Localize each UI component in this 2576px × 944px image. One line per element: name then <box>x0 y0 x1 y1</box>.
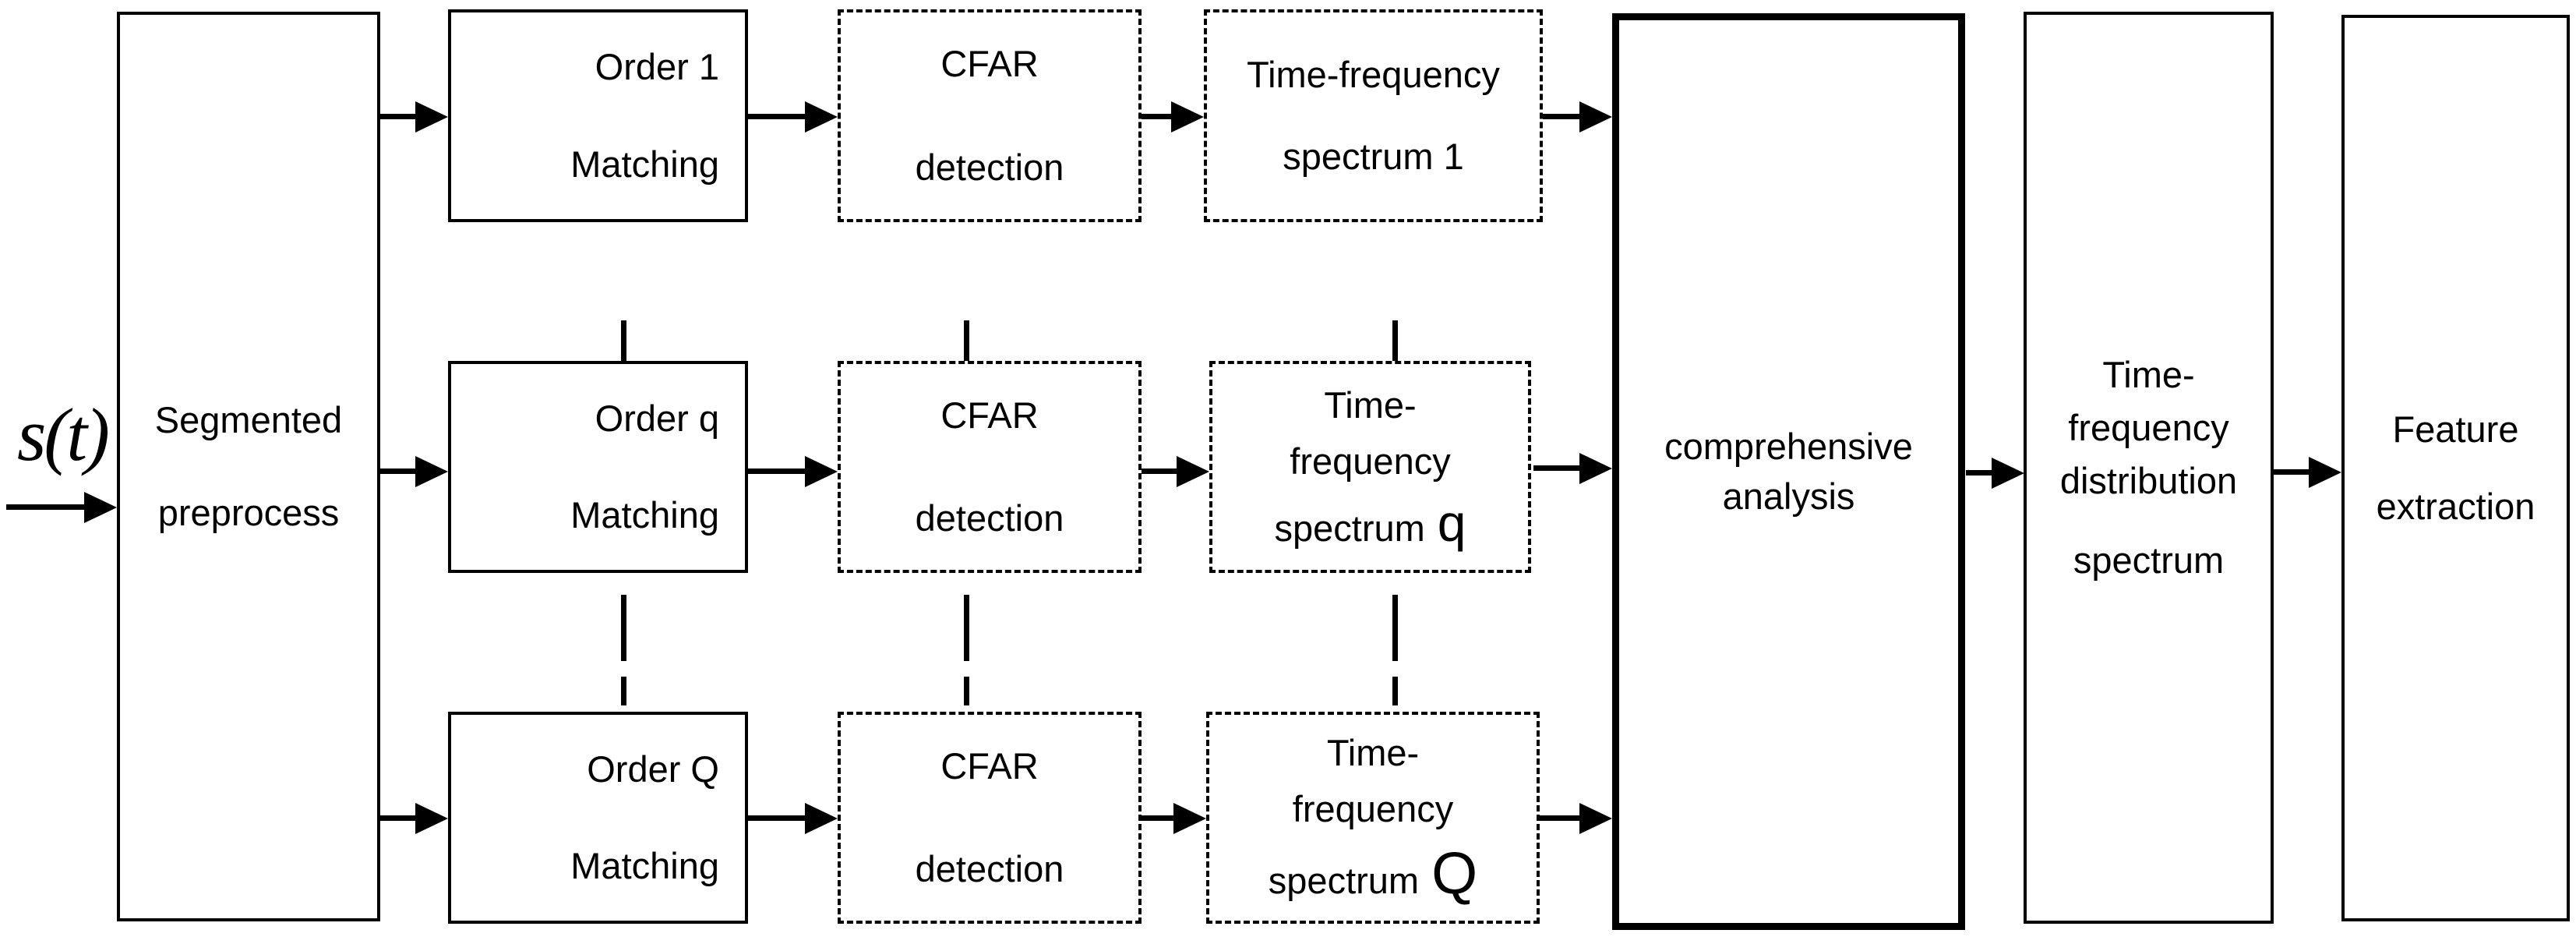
arrow-comprehensive-to-distribution <box>1966 470 1992 476</box>
box-label-line: extraction <box>2376 485 2535 527</box>
arrow-spectrumQ-to-comprehensive <box>1540 815 1579 821</box>
cfar-detection-1-box: CFAR detection <box>838 9 1142 222</box>
arrow-distribution-to-feature <box>2274 469 2309 475</box>
box-label-line: spectrum Q <box>1269 844 1477 903</box>
cfar-detection-q-box: CFAR detection <box>838 361 1142 573</box>
time-frequency-spectrum-1-box: Time-frequency spectrum 1 <box>1204 9 1543 222</box>
box-label-line: Time- <box>1324 384 1417 426</box>
arrow-cfarQ-to-spectrumQ <box>1142 815 1173 821</box>
arrow-cfarq-to-spectrumq <box>1142 468 1177 474</box>
box-label-line: comprehensive <box>1664 425 1913 467</box>
box-label-line: Matching <box>570 845 719 886</box>
box-label-line: frequency <box>2068 406 2229 448</box>
order-Q-matching-box: Order Q Matching <box>448 712 748 924</box>
ellipsis-dash-spectrum-column-bottom <box>1392 590 1398 709</box>
time-frequency-spectrum-q-box: Time- frequency spectrum q <box>1209 361 1531 573</box>
box-label-line: spectrum 1 <box>1283 135 1464 177</box>
box-label-line: Time- <box>2102 353 2195 395</box>
box-label-line: frequency <box>1292 788 1454 829</box>
box-label-line: Order q <box>595 397 719 439</box>
box-label-line: Order Q <box>587 748 719 790</box>
box-label-line: Order 1 <box>595 46 719 88</box>
comprehensive-analysis-box: comprehensive analysis <box>1612 13 1965 930</box>
order-letter-q: q <box>1437 493 1466 552</box>
box-label-line: spectrum <box>2073 539 2225 582</box>
time-frequency-distribution-spectrum-box: Time- frequency distribution spectrum <box>2024 12 2274 924</box>
box-label-line: detection <box>915 848 1064 889</box>
box-label-line: CFAR <box>940 744 1039 787</box>
order-letter-Q: Q <box>1431 840 1478 907</box>
input-signal-label: s(t) <box>17 393 110 476</box>
arrow-segmented-to-orderq <box>380 468 415 474</box>
spectrum-word: spectrum <box>1274 507 1425 549</box>
order-1-matching-box: Order 1 Matching <box>448 9 748 222</box>
ellipsis-dash-order-column-bottom <box>621 590 626 709</box>
box-label-line: detection <box>915 497 1064 539</box>
box-label-line: CFAR <box>940 43 1039 85</box>
box-label-line: CFAR <box>940 394 1039 436</box>
arrow-spectrum1-to-comprehensive <box>1543 114 1579 119</box>
cfar-detection-Q-box: CFAR detection <box>838 712 1142 924</box>
arrow-cfar1-to-spectrum1 <box>1142 114 1171 119</box>
arrow-segmented-to-orderQ <box>380 815 415 821</box>
box-label-line: analysis <box>1722 476 1855 517</box>
box-label-line: Segmented <box>154 399 343 441</box>
ellipsis-dash-cfar-column-bottom <box>964 590 969 709</box>
feature-extraction-box: Feature extraction <box>2341 15 2570 921</box>
segmented-preprocess-box: Segmented preprocess <box>117 12 380 921</box>
box-label-line: spectrum q <box>1275 497 1466 550</box>
arrow-order1-to-cfar1 <box>748 114 805 119</box>
arrow-spectrumq-to-comprehensive <box>1533 465 1579 471</box>
arrow-orderq-to-cfarq <box>748 468 805 474</box>
time-frequency-spectrum-Q-box: Time- frequency spectrum Q <box>1206 712 1540 924</box>
box-label-line: frequency <box>1290 440 1451 483</box>
box-label-line: preprocess <box>157 491 340 533</box>
arrow-input-to-segmented <box>6 504 84 510</box>
box-label-line: Feature <box>2392 408 2519 451</box>
box-label-line: Matching <box>570 494 719 536</box>
arrow-segmented-to-order1 <box>380 114 415 119</box>
box-label-line: Matching <box>570 143 719 185</box>
box-label-line: detection <box>915 146 1064 188</box>
order-q-matching-box: Order q Matching <box>448 361 748 573</box>
box-label-line: distribution <box>2059 460 2238 501</box>
arrow-orderQ-to-cfarQ <box>748 815 805 821</box>
box-label-line: Time-frequency <box>1247 54 1500 96</box>
spectrum-word: spectrum <box>1268 860 1420 902</box>
box-label-line: Time- <box>1326 731 1420 773</box>
